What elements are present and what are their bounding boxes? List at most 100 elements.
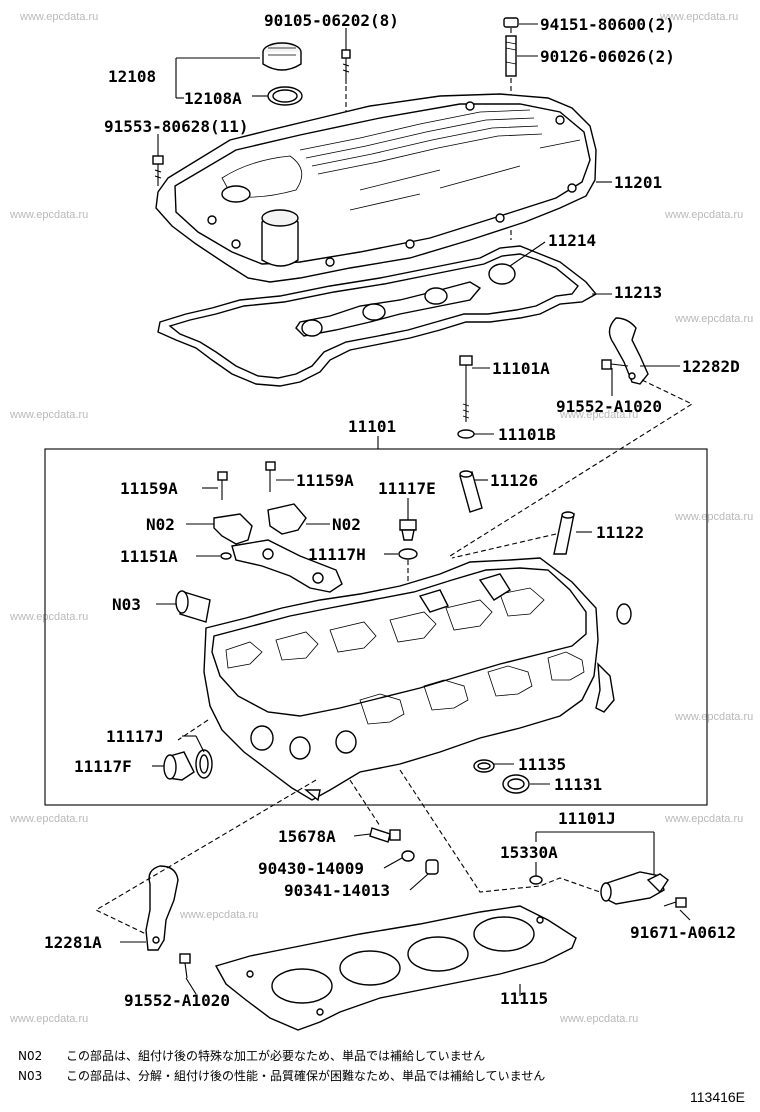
label-11159a-right: 11159A <box>296 471 354 490</box>
head-bolt-washer <box>457 429 475 439</box>
cylinder-head-cover <box>155 93 597 283</box>
label-11117e: 11117E <box>378 479 436 498</box>
watermark-layer: www.epcdata.ru www.epcdata.ru www.epcdat… <box>9 11 753 1025</box>
watermark: www.epcdata.ru <box>674 711 753 723</box>
seal-11135 <box>473 759 495 773</box>
head-bolt <box>459 355 473 422</box>
seal-11131 <box>502 774 530 794</box>
label-11201: 11201 <box>614 173 662 192</box>
label-11159a-left: 11159A <box>120 479 178 498</box>
bolt-91552-top <box>601 359 629 370</box>
watermark: www.epcdata.ru <box>664 209 743 221</box>
label-94151: 94151-80600(2) <box>540 15 675 34</box>
label-11214: 11214 <box>548 231 596 250</box>
cam-cap-bolt-right <box>265 461 276 492</box>
label-12108a: 12108A <box>184 89 242 108</box>
label-12282d: 12282D <box>682 357 740 376</box>
watermark: www.epcdata.ru <box>9 1013 88 1025</box>
watermark: www.epcdata.ru <box>9 409 88 421</box>
subassembly-frame <box>44 448 708 806</box>
oil-filler-cap <box>262 42 302 71</box>
label-11117f: 11117F <box>74 757 132 776</box>
label-11135: 11135 <box>518 755 566 774</box>
cylinder-head <box>203 557 615 802</box>
labels: 12108 12108A 90105-06202(8) 94151-80600(… <box>44 11 740 1010</box>
label-15330a: 15330A <box>500 843 558 862</box>
notes: N02 この部品は、組付け後の特殊な加工が必要なため、単品では補給していません … <box>18 1048 545 1083</box>
cam-cap-bolt-left <box>217 471 228 500</box>
label-91553: 91553-80628(11) <box>104 117 249 136</box>
watermark: www.epcdata.ru <box>9 611 88 623</box>
expansion-plug-right <box>616 603 632 625</box>
bracket-12282d <box>608 317 649 385</box>
note-code: N02 <box>18 1049 42 1063</box>
note-code: N03 <box>18 1069 42 1083</box>
watermark: www.epcdata.ru <box>659 11 738 23</box>
seal-11117j <box>195 749 213 779</box>
head-gasket <box>214 905 577 1031</box>
label-11101: 11101 <box>348 417 396 436</box>
leader-guide <box>451 533 557 559</box>
label-11101b: 11101B <box>498 425 556 444</box>
label-11115: 11115 <box>500 989 548 1008</box>
plug-90341 <box>425 859 439 875</box>
label-11101j: 11101J <box>558 809 616 828</box>
gasket-11117h <box>398 548 418 560</box>
label-11131: 11131 <box>554 775 602 794</box>
washer-90430 <box>401 850 415 862</box>
leader-lines <box>94 23 694 996</box>
cap-gasket <box>267 86 303 106</box>
label-15678a: 15678A <box>278 827 336 846</box>
bolt-91553 <box>152 155 164 186</box>
cam-cap-n02-left <box>213 513 253 545</box>
watermark: www.epcdata.ru <box>9 813 88 825</box>
watermark: www.epcdata.ru <box>674 313 753 325</box>
bolt-15678a <box>369 827 401 843</box>
label-11117j: 11117J <box>106 727 164 746</box>
label-n02-right: N02 <box>332 515 361 534</box>
watermark: www.epcdata.ru <box>674 511 753 523</box>
label-11213: 11213 <box>614 283 662 302</box>
label-11126: 11126 <box>490 471 538 490</box>
cam-cap-n02-right <box>267 503 307 535</box>
label-12281a: 12281A <box>44 933 102 952</box>
figure-id: 113416E <box>690 1089 745 1105</box>
nut-94151 <box>503 17 519 34</box>
plug-11117e <box>399 519 417 541</box>
cam-housing <box>231 539 343 593</box>
label-91671: 91671-A0612 <box>630 923 736 942</box>
bolt-91671 <box>663 897 687 908</box>
label-n03: N03 <box>112 595 141 614</box>
label-90126: 90126-06026(2) <box>540 47 675 66</box>
label-11101a: 11101A <box>492 359 550 378</box>
note-text: この部品は、分解・組付け後の性能・品質確保が困難なため、単品では補給していません <box>66 1068 545 1083</box>
guide-11126 <box>459 470 483 513</box>
dowel-pin-11151a <box>220 552 232 560</box>
label-11122: 11122 <box>596 523 644 542</box>
plug-tube-gasket <box>295 263 516 337</box>
oring-15330a <box>529 875 543 885</box>
watermark: www.epcdata.ru <box>559 409 638 421</box>
watermark: www.epcdata.ru <box>179 909 258 921</box>
plug-11117f <box>163 751 195 781</box>
watermark: www.epcdata.ru <box>9 209 88 221</box>
note-text: この部品は、組付け後の特殊な加工が必要なため、単品では補給していません <box>66 1048 485 1063</box>
label-91552-bottom: 91552-A1020 <box>124 991 230 1010</box>
bolt-91552-bottom <box>179 953 191 979</box>
sleeve-n03 <box>175 590 211 623</box>
label-90105: 90105-06202(8) <box>264 11 399 30</box>
watermark: www.epcdata.ru <box>559 1013 638 1025</box>
watermark: www.epcdata.ru <box>664 813 743 825</box>
guide-11122 <box>553 511 575 555</box>
oil-control-valve <box>600 871 669 905</box>
watermark: www.epcdata.ru <box>19 11 98 23</box>
bracket-12281a <box>145 865 179 951</box>
label-11151a: 11151A <box>120 547 178 566</box>
label-91552-top: 91552-A1020 <box>556 397 662 416</box>
label-11117h: 11117H <box>308 545 366 564</box>
label-n02-left: N02 <box>146 515 175 534</box>
label-90341: 90341-14013 <box>284 881 390 900</box>
label-90430: 90430-14009 <box>258 859 364 878</box>
